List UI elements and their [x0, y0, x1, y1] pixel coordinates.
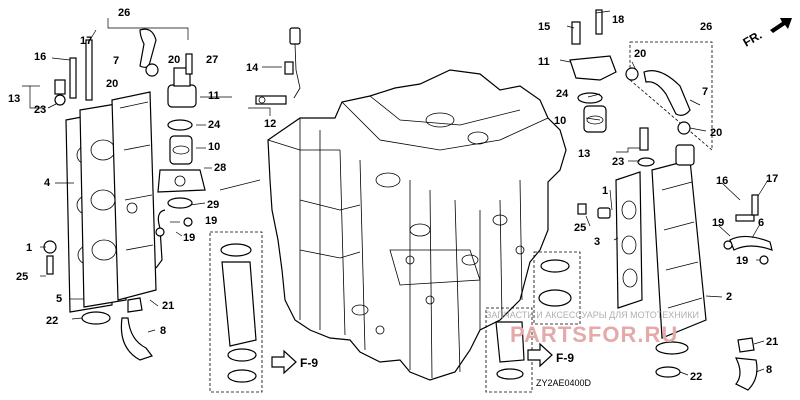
- left-inset-box: [209, 231, 297, 393]
- front-label: FR.: [741, 28, 765, 50]
- callout-left: 13: [8, 93, 20, 105]
- callout-left: 4: [44, 177, 51, 189]
- callout-right: 20: [634, 48, 646, 60]
- callout-left: 10: [208, 141, 220, 153]
- callout-left: 14: [246, 62, 259, 74]
- callout-left: 20: [106, 78, 118, 90]
- callout-left: 1: [26, 242, 32, 254]
- right-water-jacket-cover: [651, 144, 707, 355]
- callout-left: 16: [34, 51, 46, 63]
- callout-right: 7: [702, 86, 708, 98]
- callout-left: 5: [56, 293, 62, 305]
- reference-label-right: F-9: [556, 351, 574, 365]
- callout-right: 8: [766, 364, 772, 376]
- left-bolts: [43, 39, 93, 275]
- right-small-parts: [655, 194, 773, 391]
- callout-left: 8: [160, 325, 166, 337]
- watermark-text: ЗАПЧАСТИ И АКСЕССУАРЫ ДЛЯ МОТОТЕХНИКИ: [486, 310, 699, 320]
- watermark-logo: PARTSFOR.RU: [510, 322, 678, 347]
- callout-right: 24: [556, 88, 569, 100]
- callout-right: 18: [612, 14, 624, 26]
- right-thermostat-parts: [569, 9, 655, 167]
- callout-right: 2: [726, 291, 732, 303]
- callout-right: 1: [602, 185, 608, 197]
- callout-right: 10: [554, 115, 566, 127]
- callout-left: 21: [162, 300, 174, 312]
- cylinder-block: [267, 69, 567, 381]
- callout-right: 20: [710, 127, 722, 139]
- callout-right: 11: [538, 56, 550, 68]
- front-arrow-icon: [770, 18, 792, 33]
- callout-left: 17: [80, 35, 92, 47]
- callout-left: 19: [205, 215, 217, 227]
- left-thermostat-parts: [139, 28, 206, 209]
- callout-left: 27: [206, 54, 218, 66]
- callout-left: 11: [208, 90, 220, 102]
- left-hoses: [81, 209, 193, 361]
- left-sensor-lead: [255, 27, 301, 105]
- callout-left: 7: [113, 55, 119, 67]
- callout-right: 21: [766, 336, 778, 348]
- callout-right: 17: [766, 173, 778, 185]
- callout-left: 28: [214, 162, 226, 174]
- reference-label-left: F-9: [300, 356, 318, 370]
- callout-right: 6: [758, 217, 764, 229]
- callout-left: 23: [34, 104, 46, 116]
- right-gasket-plates: [577, 171, 643, 309]
- callout-right: 15: [538, 21, 550, 33]
- diagram-code: ZY2AE0400D: [536, 378, 592, 388]
- leader-lines: [22, 10, 769, 376]
- callout-right: 16: [716, 175, 728, 187]
- callout-right: 13: [578, 148, 590, 160]
- callout-left: 24: [208, 119, 221, 131]
- left-water-jacket-cover: [111, 91, 157, 301]
- callout-left: 26: [118, 7, 130, 19]
- callout-left: 22: [46, 315, 58, 327]
- callout-left: 12: [264, 118, 276, 130]
- right-hose-kit: [625, 41, 713, 151]
- callout-left: 25: [16, 271, 28, 283]
- callout-right: 25: [574, 222, 586, 234]
- callout-right: 23: [612, 156, 624, 168]
- callout-left: 20: [168, 54, 180, 66]
- callout-left: 19: [183, 232, 195, 244]
- callout-left: 29: [207, 199, 219, 211]
- right-inset-box: [485, 251, 581, 393]
- callout-right: 22: [690, 371, 702, 383]
- front-direction-arrow: FR.: [741, 18, 792, 50]
- callout-right: 19: [712, 217, 724, 229]
- callout-right: 26: [700, 21, 712, 33]
- callout-right: 19: [736, 255, 748, 267]
- callout-right: 3: [594, 236, 600, 248]
